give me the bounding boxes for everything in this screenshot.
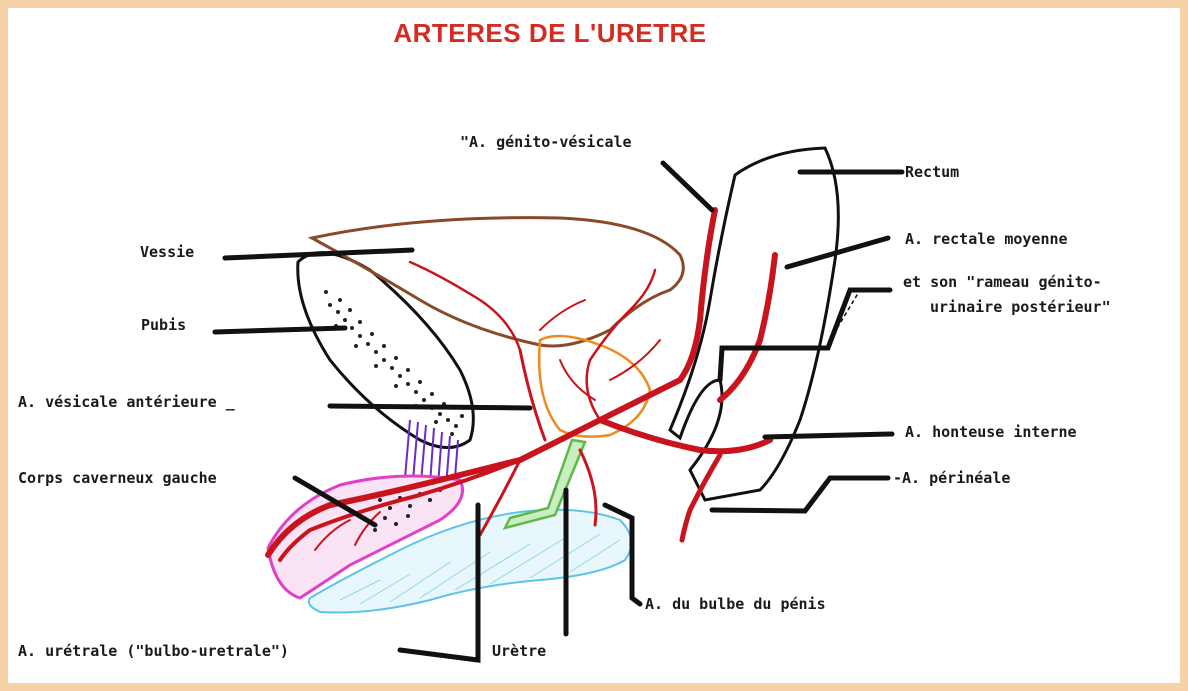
label-rectum: Rectum xyxy=(905,163,960,181)
rectum-outline xyxy=(668,146,840,502)
label-uretre: Urètre xyxy=(492,642,547,660)
label-bulbe-penis: A. du bulbe du pénis xyxy=(645,595,826,613)
label-rameau-line1: et son "rameau génito- xyxy=(903,273,1102,291)
corpus-cavernosum-outline xyxy=(266,474,464,600)
bladder-outline xyxy=(307,216,685,348)
label-honteuse-interne: A. honteuse interne xyxy=(905,423,1077,441)
urethra xyxy=(502,438,587,530)
label-uretrale: A. urétrale ("bulbo-uretrale") xyxy=(18,642,289,660)
label-vessie: Vessie xyxy=(140,243,195,261)
label-perineale: -A. périnéale xyxy=(893,469,1011,487)
label-genito-vesicale: "A. génito-vésicale xyxy=(460,133,632,151)
leader-lines xyxy=(212,160,905,663)
rameau-dashed-leader xyxy=(829,289,861,341)
label-vesicale-anterieure: A. vésicale antérieure _ xyxy=(18,393,235,411)
label-rectale-moyenne: A. rectale moyenne xyxy=(905,230,1068,248)
label-corps-caverneux: Corps caverneux gauche xyxy=(18,469,217,487)
label-rameau-line2: urinaire postérieur" xyxy=(930,298,1111,316)
diagram-title: ARTERES DE L'URETRE xyxy=(393,18,707,48)
label-pubis: Pubis xyxy=(141,316,187,334)
pubis-stipple xyxy=(324,290,464,436)
